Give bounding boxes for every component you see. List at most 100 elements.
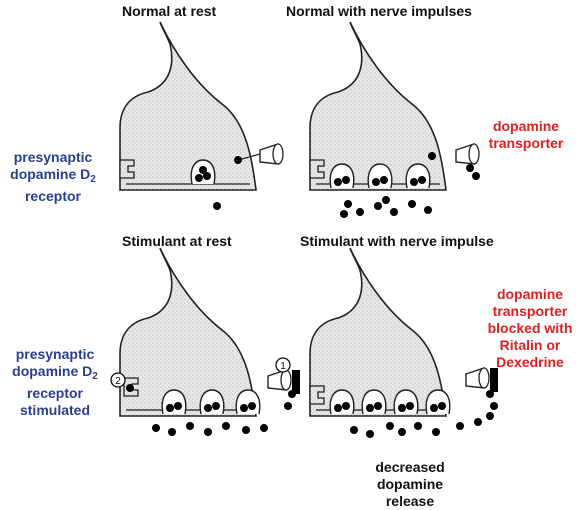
dopamine-molecule — [466, 164, 474, 172]
title-stimulant-with-impulse: Stimulant with nerve impulse — [300, 233, 494, 249]
label-line: presynaptic — [15, 346, 95, 362]
dopamine-molecule — [486, 390, 494, 398]
dopamine-molecule — [204, 404, 212, 412]
label-line: decreased — [375, 459, 445, 475]
panel-stimulant-impulse — [309, 247, 498, 438]
dopamine-molecule — [424, 206, 432, 214]
dopamine-molecule — [342, 402, 350, 410]
dopamine-molecule — [432, 428, 440, 436]
label-line: receptor — [24, 188, 82, 204]
transporter-end — [478, 367, 490, 389]
dopamine-molecule — [234, 156, 242, 164]
dopamine-molecule — [414, 422, 422, 430]
transporter-end — [468, 143, 480, 165]
panel-stimulant-rest — [119, 247, 300, 436]
dopamine-molecule — [438, 402, 446, 410]
dopamine-molecule — [390, 208, 398, 216]
dopamine-molecule — [212, 402, 220, 410]
dopamine-molecule — [152, 424, 160, 432]
dopamine-molecule — [386, 422, 394, 430]
panel-normal-rest — [119, 21, 284, 210]
dopamine-molecule — [486, 412, 494, 420]
dopamine-molecule — [374, 402, 382, 410]
svg-text:2: 2 — [115, 376, 121, 387]
label-line: dopamine — [492, 118, 560, 134]
dopamine-molecule — [242, 426, 250, 434]
label-line: Dexedrine — [496, 354, 564, 370]
dopamine-molecule — [240, 404, 248, 412]
vesicle — [393, 389, 419, 415]
label-line: dopamine — [496, 286, 564, 302]
label-line: release — [385, 493, 435, 509]
title-normal-with-impulses: Normal with nerve impulses — [286, 3, 472, 19]
dopamine-molecule — [380, 176, 388, 184]
label-line: transporter — [492, 303, 568, 319]
label-line: dopamine D2 — [12, 363, 98, 382]
dopamine-molecule — [174, 402, 182, 410]
label-line: receptor — [26, 385, 84, 401]
dopamine-molecule — [418, 176, 426, 184]
dopamine-molecule — [374, 202, 382, 210]
label-line: dopamine — [376, 476, 444, 492]
dopamine-molecule — [406, 402, 414, 410]
dopamine-molecule — [204, 428, 212, 436]
dopamine-molecule — [342, 176, 350, 184]
dopamine-molecule — [456, 422, 464, 430]
dopamine-molecule — [472, 172, 480, 180]
dopamine-molecule — [334, 178, 342, 186]
vesicle — [329, 163, 355, 189]
dopamine-molecule — [248, 402, 256, 410]
panel-normal-impulses — [309, 21, 480, 218]
axon-terminal — [309, 247, 447, 417]
dopamine-molecule — [366, 404, 374, 412]
label-line: presynaptic — [13, 149, 93, 165]
title-stimulant-at-rest: Stimulant at rest — [122, 233, 232, 249]
dopamine-molecule — [222, 422, 230, 430]
axon-terminal — [309, 21, 447, 191]
dopamine-molecule — [474, 418, 482, 426]
vesicle — [367, 163, 393, 189]
dopamine-molecule — [126, 384, 134, 392]
label-transporter-blocked: dopamine transporter blocked with Ritali… — [480, 286, 580, 371]
dopamine-molecule — [366, 430, 374, 438]
transporter-end — [280, 369, 292, 391]
dopamine-molecule — [356, 208, 364, 216]
d2-receptor — [119, 159, 135, 179]
d2-receptor — [309, 159, 325, 179]
label-line: transporter — [488, 135, 564, 151]
marker-1: 1 — [275, 357, 291, 373]
dopamine-molecule — [430, 404, 438, 412]
caption-decreased-release: decreased dopamine release — [350, 459, 470, 510]
svg-text:1: 1 — [280, 361, 286, 372]
axon-terminal — [119, 21, 257, 191]
arrow — [241, 153, 261, 160]
vesicle — [425, 389, 451, 415]
blocker — [490, 368, 498, 392]
label-line: stimulated — [19, 402, 90, 418]
dopamine-molecule — [398, 404, 406, 412]
dopamine-molecule — [410, 178, 418, 186]
dopamine-molecule — [398, 428, 406, 436]
dopamine-molecule — [340, 210, 348, 218]
blocker — [292, 370, 300, 394]
vesicle — [161, 389, 187, 415]
dopamine-molecule — [199, 166, 207, 174]
label-line: blocked with — [487, 320, 573, 336]
dopamine-molecule — [408, 200, 416, 208]
dopamine-molecule — [350, 426, 358, 434]
label-line: dopamine D2 — [10, 166, 96, 185]
label-presynaptic-receptor: presynaptic dopamine D2 receptor — [4, 149, 102, 205]
dopamine-molecule — [382, 196, 390, 204]
vesicle — [199, 389, 225, 415]
dopamine-molecule — [168, 428, 176, 436]
vesicle — [405, 163, 431, 189]
dopamine-molecule — [213, 202, 221, 210]
dopamine-molecule — [372, 178, 380, 186]
dopamine-molecule — [284, 402, 292, 410]
marker-2: 2 — [110, 372, 126, 388]
dopamine-molecule — [186, 422, 194, 430]
vesicle — [329, 389, 355, 415]
dopamine-molecule — [288, 390, 296, 398]
transporter-end — [272, 143, 284, 165]
